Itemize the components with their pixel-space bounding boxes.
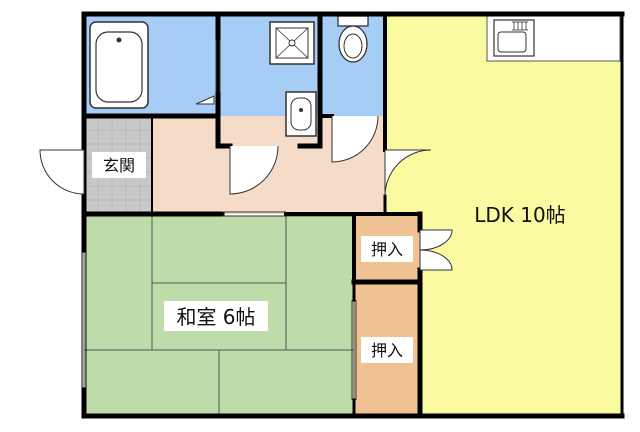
ldk-floor [385, 14, 620, 416]
door-swings [39, 115, 453, 271]
washroom-sliding-door [195, 40, 221, 105]
closet-lower-label: 押入 [371, 341, 403, 360]
closet-upper-label-bg [361, 236, 413, 262]
kitchen-sink-icon [493, 19, 535, 57]
sliding-door [222, 211, 286, 217]
ldk-label: LDK 10帖 [474, 203, 565, 227]
entrance-label-bg [92, 152, 146, 178]
closet-upper-label: 押入 [371, 240, 403, 259]
closet-fusuma [351, 300, 357, 400]
wash-basin-icon [285, 91, 317, 137]
window-west [81, 250, 87, 390]
bathtub-icon [89, 21, 149, 109]
entrance-label: 玄関 [103, 156, 135, 175]
washing-machine-pan-icon [269, 21, 315, 65]
washitsu-label: 和室 6帖 [176, 305, 255, 329]
closet-lower-label-bg [361, 337, 413, 363]
washitsu-label-bg [164, 301, 268, 331]
walls [81, 11, 625, 419]
toilet-icon [337, 15, 369, 63]
